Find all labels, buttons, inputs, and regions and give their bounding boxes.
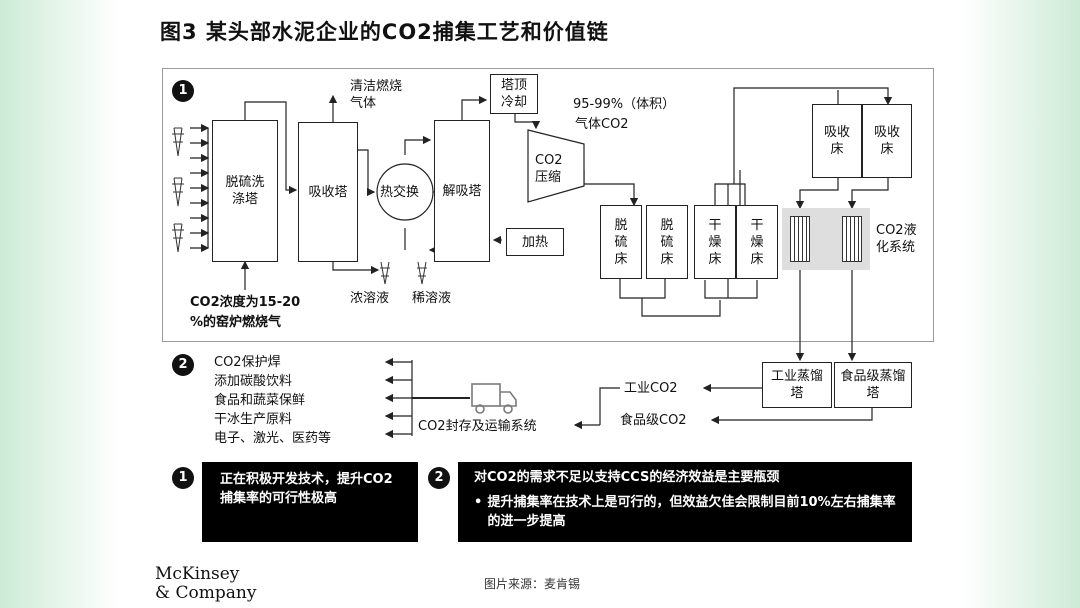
absorption-bed-1: 吸收床 <box>812 104 862 178</box>
section-number-1: 1 <box>172 80 194 102</box>
use-item-2: 添加碳酸饮料 <box>214 374 293 389</box>
industrial-distillation-tower: 工业蒸馏塔 <box>762 362 832 408</box>
liquefaction-system-label: CO2液化系统 <box>876 223 917 255</box>
food-co2-label: 食品级CO2 <box>620 413 687 428</box>
heating-box: 加热 <box>506 228 564 256</box>
food-grade-distillation-tower: 食品级蒸馏塔 <box>834 362 912 408</box>
heat-exchange-label: 热交换 <box>380 185 420 200</box>
use-item-3: 食品和蔬菜保鲜 <box>214 393 306 408</box>
truck-icon <box>471 383 517 414</box>
drying-bed-1: 干燥床 <box>694 205 736 279</box>
note-2-bullet-row: • 提升捕集率在技术上是可行的，但效益欠佳会限制目前10%左右捕集率的进一步提高 <box>474 493 896 531</box>
clean-flue-gas-label: 清洁燃烧气体 <box>350 79 403 111</box>
desorber-tower: 解吸塔 <box>434 120 490 262</box>
transmission-tower-icon <box>172 127 427 285</box>
note-2-box: 对CO2的需求不足以支持CCS的经济效益是主要瓶颈 • 提升捕集率在技术上是可行… <box>458 462 912 542</box>
liquefaction-coil-2 <box>842 216 862 262</box>
compressor-shape <box>527 129 585 203</box>
use-item-1: CO2保护焊 <box>214 355 281 370</box>
mckinsey-logo: McKinsey & Company <box>155 564 257 603</box>
storage-transport-label: CO2封存及运输系统 <box>418 419 537 434</box>
use-item-4: 干冰生产原料 <box>214 412 293 427</box>
industrial-co2-label: 工业CO2 <box>624 381 678 396</box>
bullet-icon: • <box>474 495 483 510</box>
use-item-5: 电子、激光、医药等 <box>214 431 332 446</box>
desulfurization-wash-tower: 脱硫洗涤塔 <box>212 120 278 262</box>
note-number-2: 2 <box>428 467 450 489</box>
capture-process-panel <box>162 68 934 342</box>
note-1-text: 正在积极开发技术，提升CO2捕集率的可行性极高 <box>220 472 393 506</box>
desulfurization-bed-2: 脱硫床 <box>646 205 688 279</box>
drying-bed-2: 干燥床 <box>736 205 778 279</box>
rich-solution-label: 浓溶液 <box>350 291 390 306</box>
co2-compress-label: CO2压缩 <box>535 153 563 185</box>
absorption-bed-2: 吸收床 <box>862 104 912 178</box>
lean-solution-label: 稀溶液 <box>412 291 452 306</box>
tower-top-cooling-box: 塔顶冷却 <box>490 74 538 114</box>
image-source: 图片来源：麦肯锡 <box>484 577 581 591</box>
page-title: 图3 某头部水泥企业的CO2捕集工艺和价值链 <box>160 20 609 44</box>
co2-purity-note-line1: 95-99%（体积） <box>573 97 676 112</box>
liquefaction-coil-1 <box>790 216 810 262</box>
absorber-tower: 吸收塔 <box>298 122 358 262</box>
section-number-2: 2 <box>172 354 194 376</box>
note-2-headline: 对CO2的需求不足以支持CCS的经济效益是主要瓶颈 <box>474 470 780 485</box>
heat-exchanger-shape <box>376 163 434 221</box>
note-2-bullet: 提升捕集率在技术上是可行的，但效益欠佳会限制目前10%左右捕集率的进一步提高 <box>487 495 896 529</box>
flue-gas-note-line1: CO2浓度为15-20 <box>190 295 301 310</box>
note-1-box: 正在积极开发技术，提升CO2捕集率的可行性极高 <box>202 462 418 542</box>
desulfurization-bed-1: 脱硫床 <box>600 205 642 279</box>
note-number-1: 1 <box>172 467 194 489</box>
co2-purity-note-line2: 气体CO2 <box>575 117 629 132</box>
flue-gas-note-line2: %的窑炉燃烧气 <box>190 315 282 330</box>
